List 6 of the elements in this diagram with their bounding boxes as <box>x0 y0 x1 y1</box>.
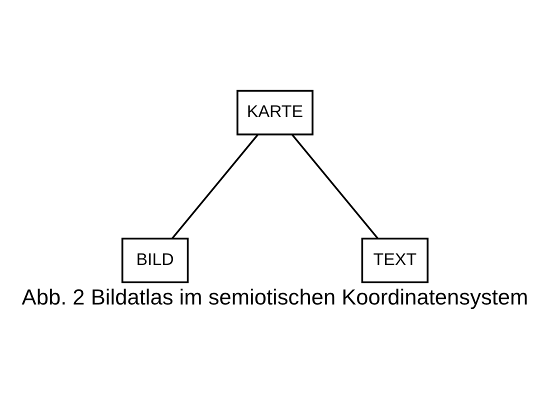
node-box: KARTE <box>236 90 314 136</box>
node-box: TEXT <box>361 238 429 284</box>
connector <box>172 134 259 240</box>
connector <box>291 134 378 240</box>
caption: Abb. 2 Bildatlas im semiotischen Koordinatensystem <box>22 284 528 310</box>
node-box: BILD <box>121 238 189 284</box>
